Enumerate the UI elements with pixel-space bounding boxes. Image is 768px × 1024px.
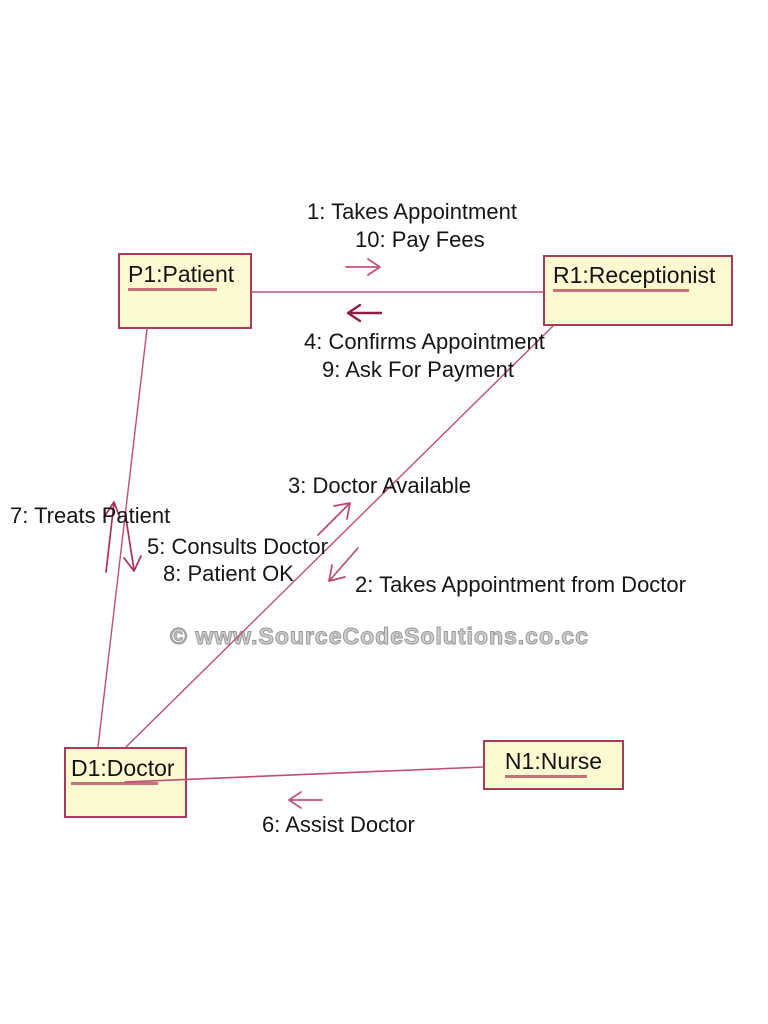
message-label-3-doctor-available: 3: Doctor Available xyxy=(288,473,472,498)
message-label-6-assist-doctor: 6: Assist Doctor xyxy=(262,812,415,837)
object-name-p1-patient: P1:Patient xyxy=(128,261,235,291)
message-label-1-takes-appointment: 1: Takes Appointment xyxy=(307,199,517,224)
message-label-9-ask-for-payment: 9: Ask For Payment xyxy=(322,357,514,382)
watermark-text: © www.SourceCodeSolutions.co.cc xyxy=(170,623,589,650)
message-label-7-treats-patient: 7: Treats Patient xyxy=(10,503,171,528)
arrow-down-left-takes-appointment-from-doctor xyxy=(328,547,359,582)
object-box-d1-doctor: D1:Doctor xyxy=(64,747,187,818)
object-name-d1-doctor: D1:Doctor xyxy=(71,755,175,785)
message-label-2-takes-appointment-from-doctor: 2: Takes Appointment from Doctor xyxy=(355,572,686,597)
arrow-right-takes-appointment-pay-fees xyxy=(345,258,381,276)
message-label-10-pay-fees: 10: Pay Fees xyxy=(355,227,485,252)
arrow-left-assist-doctor xyxy=(288,791,323,809)
object-box-p1-patient: P1:Patient xyxy=(118,253,252,329)
message-label-5-consults-doctor: 5: Consults Doctor xyxy=(147,534,328,559)
object-name-r1-receptionist: R1:Receptionist xyxy=(553,262,716,292)
object-name-n1-nurse: N1:Nurse xyxy=(504,748,603,778)
arrow-left-confirms-appointment-ask-payment xyxy=(346,303,383,323)
link-patient-doctor xyxy=(97,328,148,748)
arrow-up-right-doctor-available xyxy=(317,502,351,536)
object-box-r1-receptionist: R1:Receptionist xyxy=(543,255,733,326)
message-label-8-patient-ok: 8: Patient OK xyxy=(163,561,294,586)
object-box-n1-nurse: N1:Nurse xyxy=(483,740,624,790)
message-label-4-confirms-appointment: 4: Confirms Appointment xyxy=(304,329,545,354)
